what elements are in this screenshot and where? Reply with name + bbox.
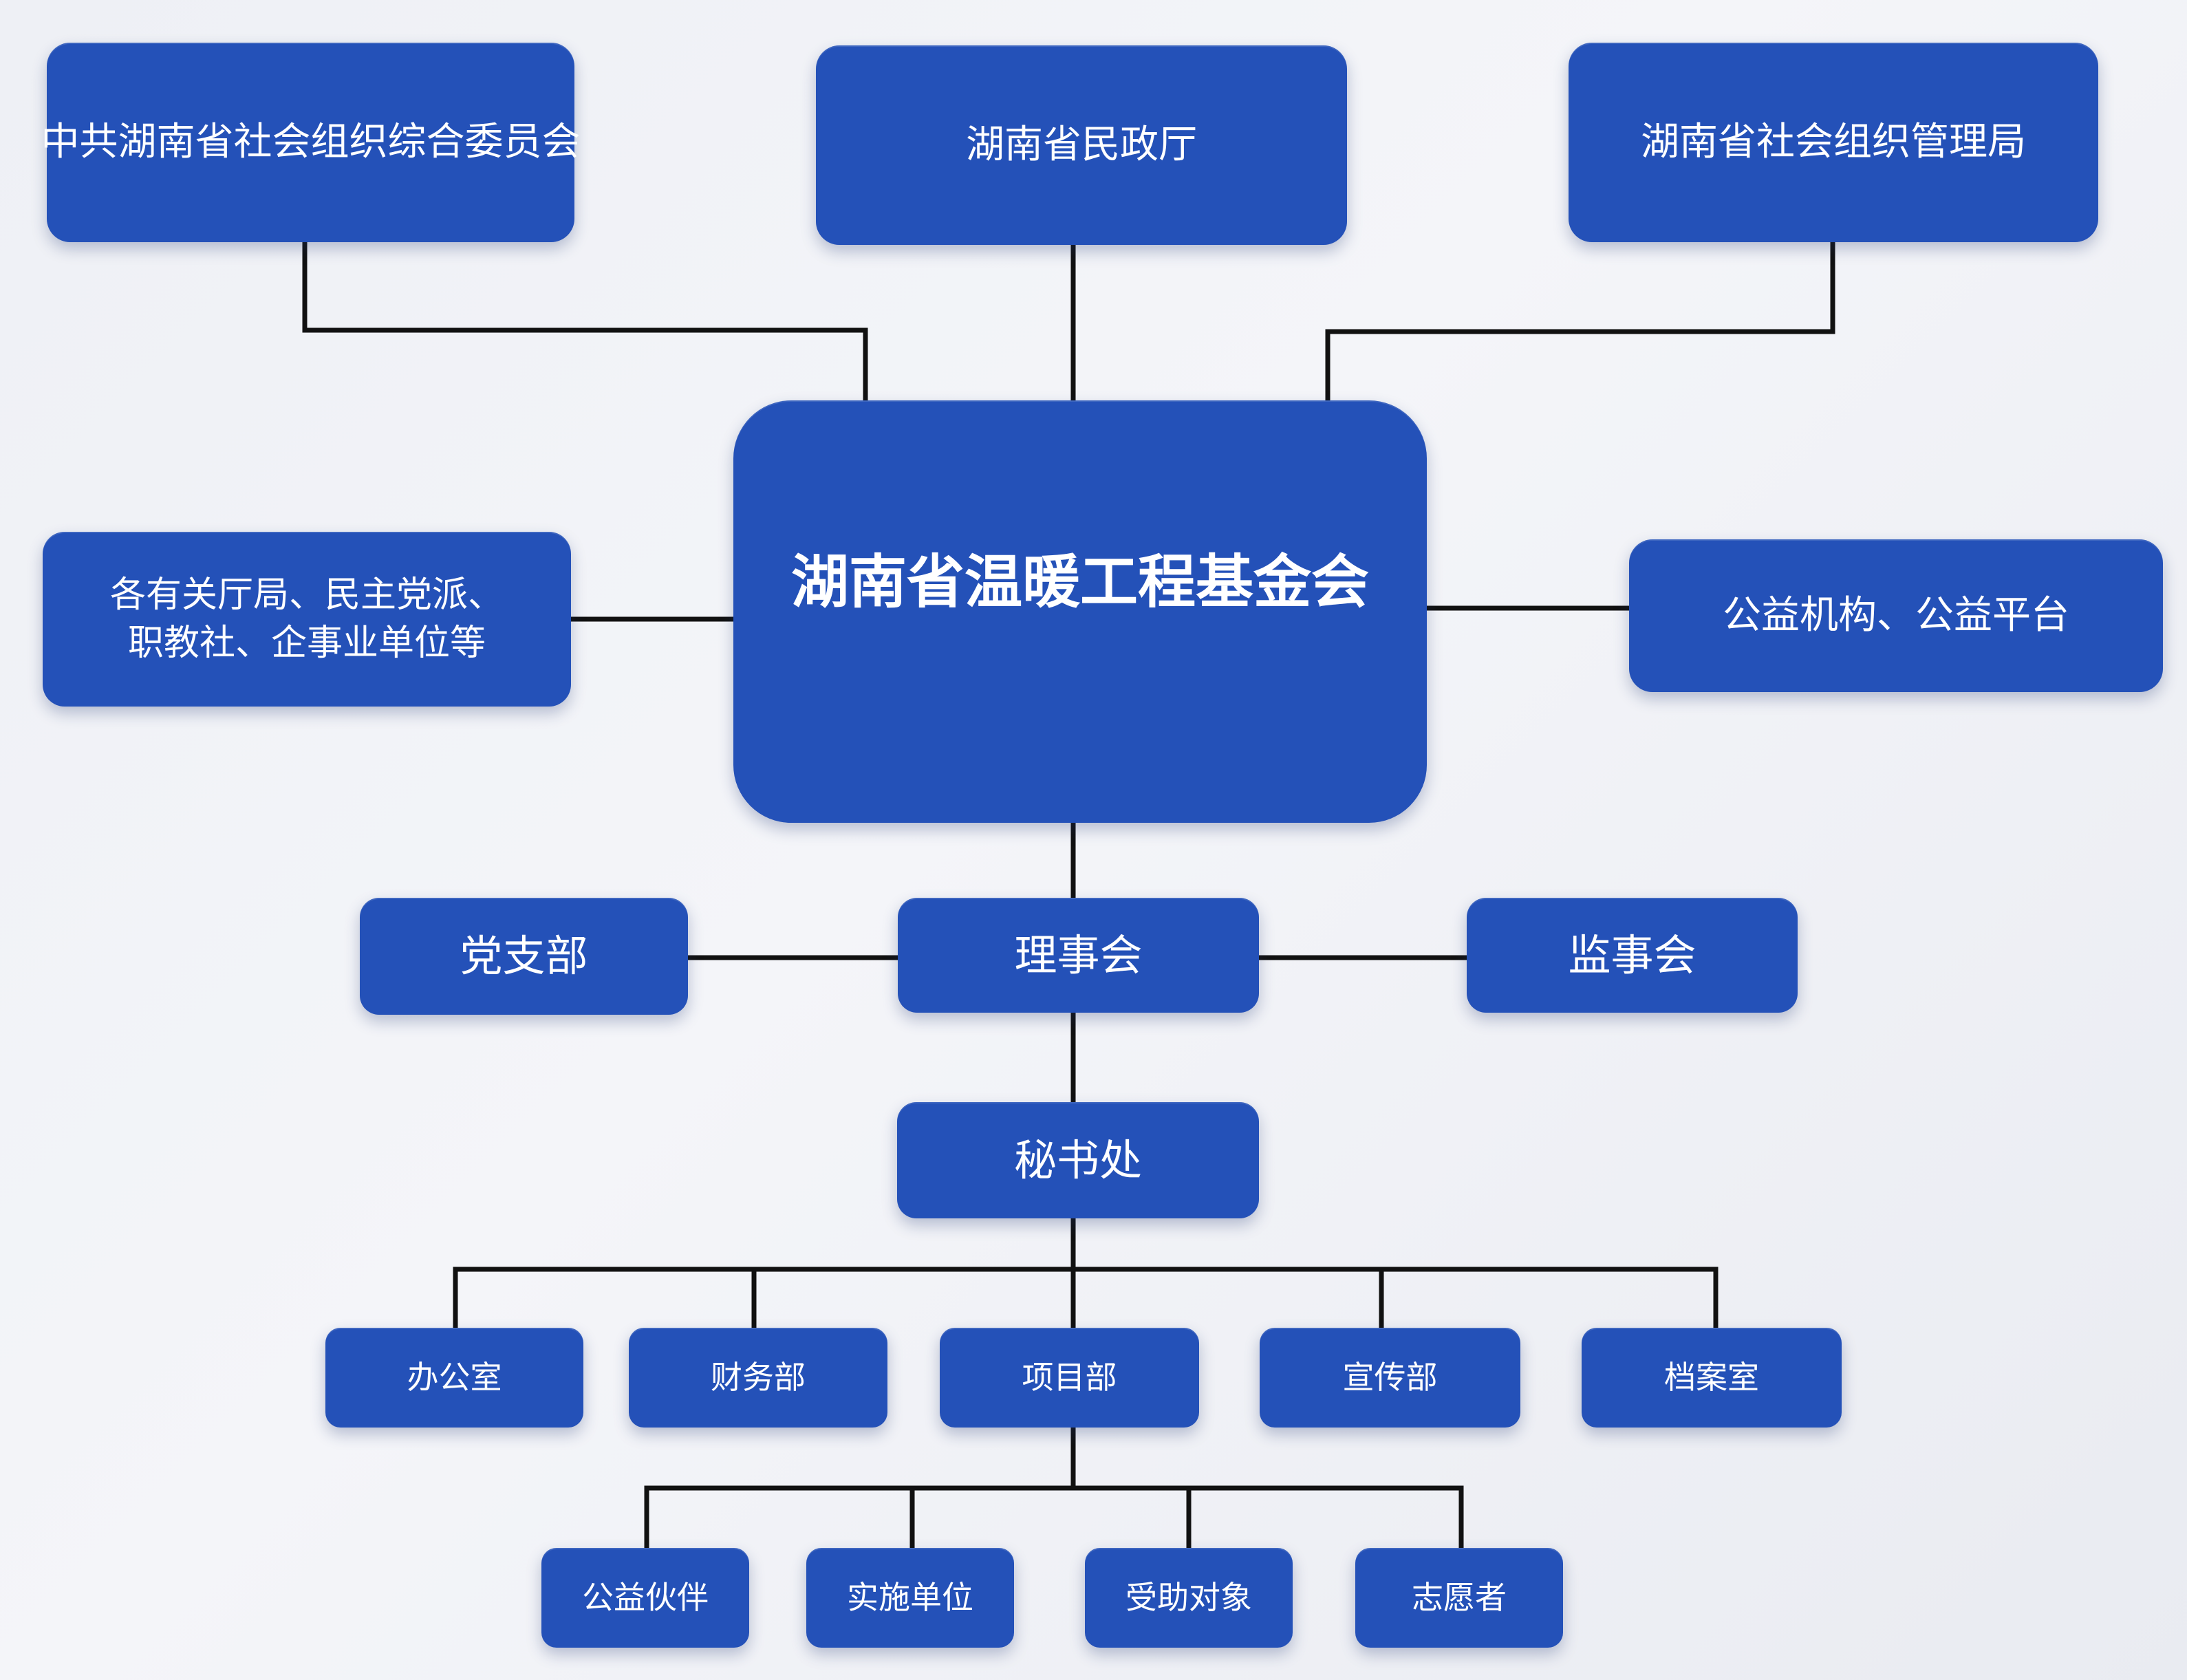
node-department-label: 项目部 [1022,1359,1117,1397]
node-project-child: 实施单位 [806,1548,1014,1648]
node-project-child-label: 实施单位 [847,1579,973,1617]
node-department: 办公室 [325,1328,583,1428]
node-department-label: 宣传部 [1342,1359,1438,1397]
node-department-label: 档案室 [1664,1359,1759,1397]
node-party-branch-label: 党支部 [460,931,588,982]
node-department: 项目部 [940,1328,1199,1428]
node-related-bureaus: 各有关厅局、民主党派、 职教社、企事业单位等 [43,532,571,707]
node-board-label: 理事会 [1014,929,1143,980]
node-related-bureaus-line1: 各有关厅局、民主党派、 [109,574,504,616]
node-department-label: 财务部 [711,1359,806,1397]
node-secretariat: 秘书处 [897,1102,1259,1218]
node-foundation-title: 湖南省温暖工程基金会 [790,548,1369,616]
node-public-welfare: 公益机构、公益平台 [1629,539,2163,692]
node-project-child-label: 志愿者 [1412,1579,1507,1617]
node-public-welfare-label: 公益机构、公益平台 [1723,593,2069,638]
node-secretariat-label: 秘书处 [1013,1134,1142,1185]
node-party-committee-label: 中共湖南省社会组织综合委员会 [41,120,581,165]
node-project-child: 志愿者 [1355,1548,1563,1648]
node-board: 理事会 [898,898,1259,1013]
node-party-committee: 中共湖南省社会组织综合委员会 [41,43,581,242]
node-project-child: 公益伙伴 [541,1548,749,1648]
node-foundation: 湖南省温暖工程基金会 [733,400,1427,823]
node-department-label: 办公室 [407,1359,502,1397]
node-project-child-label: 受助对象 [1125,1579,1252,1617]
node-civil-affairs: 湖南省民政厅 [816,45,1347,245]
node-social-org-bureau-label: 湖南省社会组织管理局 [1641,120,2026,165]
node-civil-affairs-label: 湖南省民政厅 [966,122,1197,168]
node-party-branch: 党支部 [360,898,688,1015]
node-department: 档案室 [1582,1328,1842,1428]
node-project-child: 受助对象 [1085,1548,1293,1648]
node-project-child-label: 公益伙伴 [582,1579,709,1617]
node-related-bureaus-line2: 职教社、企事业单位等 [127,623,486,664]
node-department: 宣传部 [1260,1328,1520,1428]
node-department: 财务部 [629,1328,887,1428]
node-social-org-bureau: 湖南省社会组织管理局 [1569,43,2098,242]
node-supervisors: 监事会 [1467,898,1798,1013]
node-supervisors-label: 监事会 [1568,929,1696,980]
